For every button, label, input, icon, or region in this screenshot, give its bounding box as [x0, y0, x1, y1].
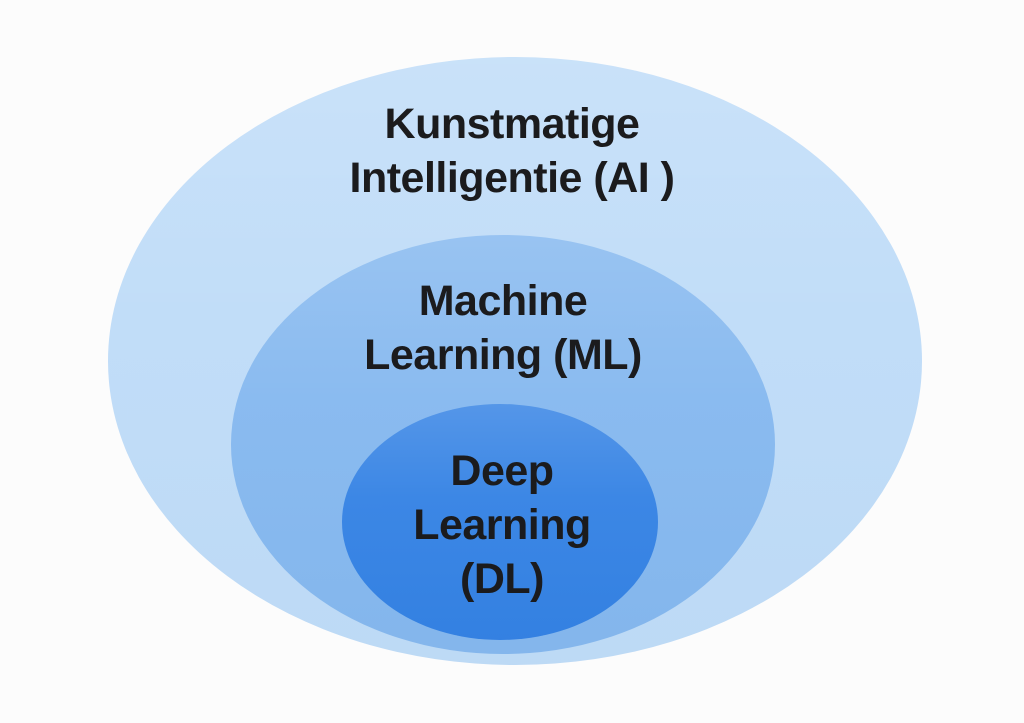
dl-label: Deep Learning (DL): [302, 444, 702, 606]
dl-ellipse: [342, 404, 658, 640]
dl-label-line-1: Deep: [450, 447, 554, 495]
ai-label: Kunstmatige Intelligentie (AI ): [262, 97, 762, 205]
dl-label-line-2: Learning: [413, 501, 591, 549]
ai-label-line-2: Intelligentie (AI ): [349, 154, 675, 202]
ml-label: Machine Learning (ML): [253, 274, 753, 382]
ml-label-line-2: Learning (ML): [364, 331, 642, 379]
dl-label-line-3: (DL): [460, 555, 544, 603]
ai-label-line-1: Kunstmatige: [384, 100, 640, 148]
ml-ellipse: [231, 235, 775, 654]
ml-label-line-1: Machine: [418, 277, 588, 325]
